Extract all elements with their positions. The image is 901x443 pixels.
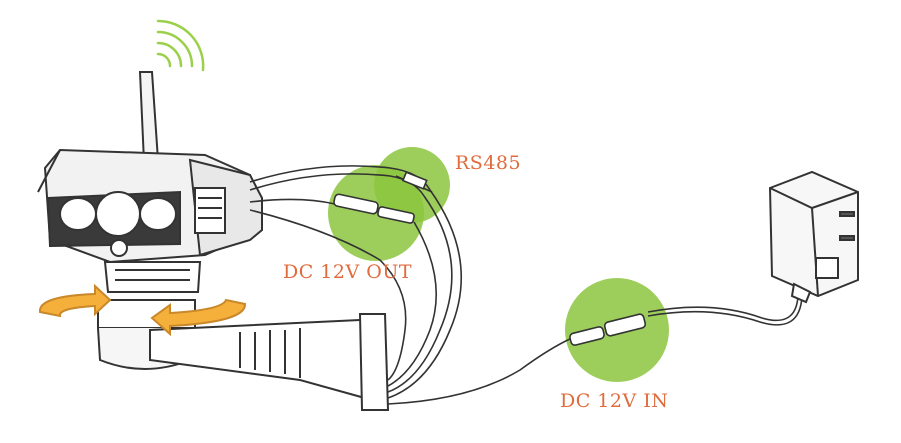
wifi-signal-icon xyxy=(156,19,205,72)
rotation-arrows-icon xyxy=(38,283,247,337)
bullet-camera-icon xyxy=(37,71,390,411)
dc-12v-out-label: DC 12V OUT xyxy=(283,261,413,283)
rs485-label: RS485 xyxy=(455,152,522,174)
cables xyxy=(249,165,803,405)
power-adapter-icon xyxy=(768,170,859,304)
dc-12v-in-label: DC 12V IN xyxy=(560,390,669,412)
